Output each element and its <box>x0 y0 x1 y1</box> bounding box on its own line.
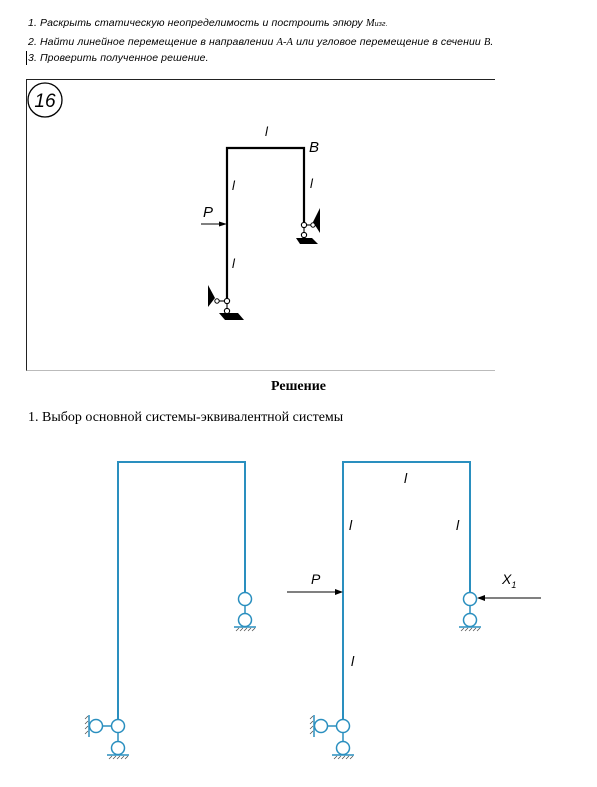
label-left-lower-length: l <box>232 256 236 271</box>
task-line-3: 3. Проверить полученное решение. <box>28 52 209 64</box>
eq-label-load-p: P <box>311 571 321 587</box>
eq-label-left-lower-length: l <box>351 653 355 669</box>
margin-mark <box>26 51 27 65</box>
support-right <box>296 208 320 244</box>
variant-number: 16 <box>34 91 56 112</box>
basic-system <box>88 461 256 756</box>
equivalent-system-hatching <box>309 627 481 760</box>
problem-frame <box>201 146 320 320</box>
label-right-length: l <box>310 176 314 191</box>
eq-label-top-length: l <box>404 470 408 486</box>
label-load-p: P <box>203 204 213 221</box>
basic-system-hatching <box>84 627 256 760</box>
variant-badge: 16 <box>27 82 63 118</box>
support-left <box>208 285 244 320</box>
label-section-b: B <box>309 139 319 156</box>
equivalent-system <box>313 461 481 756</box>
eq-label-unknown-x: X1 <box>501 571 516 590</box>
step-1-title: 1. Выбор основной системы-эквивалентной … <box>28 410 344 425</box>
solution-heading: Решение <box>271 379 326 394</box>
eq-label-left-upper-length: l <box>349 517 353 533</box>
moment-symbol: M <box>365 18 375 29</box>
task-line-1: 1. Раскрыть статическую неопределимость … <box>28 17 388 29</box>
label-top-length: l <box>265 124 269 139</box>
task-line-2: 2. Найти линейное перемещение в направле… <box>28 36 494 48</box>
label-left-upper-length: l <box>232 178 236 193</box>
problem-sheet-frame <box>26 79 495 371</box>
equivalent-loads <box>287 589 541 601</box>
eq-label-right-length: l <box>456 517 460 533</box>
